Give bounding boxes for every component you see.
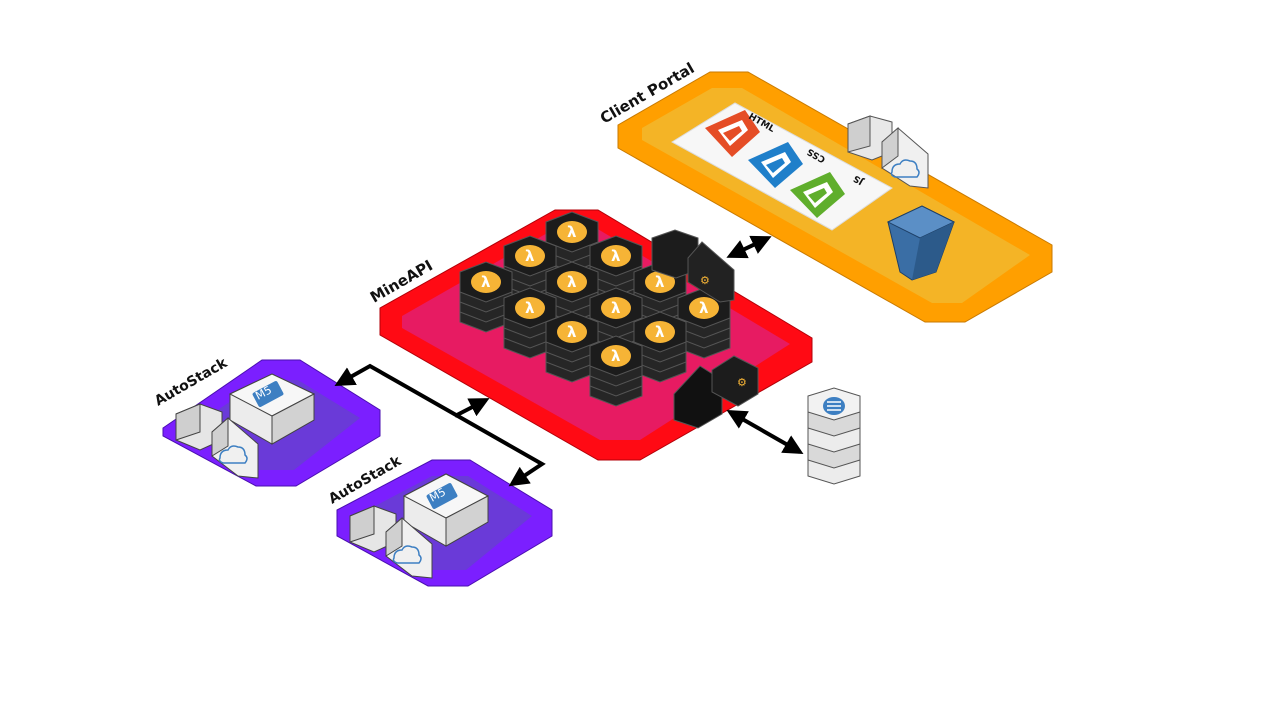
lambda-icon <box>515 245 545 267</box>
db-proxy-node: ⚙ <box>673 355 759 429</box>
lambda-cluster: λ λ λ λ λ λ λ λ λ λ λ λ <box>459 211 731 407</box>
lambda-function-node: λ <box>633 311 687 383</box>
lambda-icon <box>689 297 719 319</box>
lambda-icon <box>645 321 675 343</box>
connectors <box>334 235 804 487</box>
lambda-symbol: λ <box>611 347 621 365</box>
m5-instance-1: M5 <box>228 373 316 445</box>
autostack-1-cloud-servers <box>175 403 259 479</box>
lambda-icon <box>601 245 631 267</box>
autostack-platform-1: AutoStack M5 <box>152 355 381 487</box>
lambda-symbol: λ <box>567 273 577 291</box>
lambda-icon <box>515 297 545 319</box>
lambda-icon <box>601 297 631 319</box>
lambda-symbol: λ <box>525 247 535 265</box>
cloud-icon <box>218 445 248 464</box>
storage-bucket-icon <box>886 205 956 281</box>
client-portal-platform: Client Portal HTML CSS JS <box>597 59 1053 323</box>
lambda-icon <box>557 221 587 243</box>
lambda-icon <box>645 271 675 293</box>
autostack-to-mineapi-branch <box>454 398 490 418</box>
lambda-icon <box>557 321 587 343</box>
m5-badge <box>252 381 284 407</box>
lambda-symbol: λ <box>525 299 535 317</box>
gear-icon: ⚙ <box>737 376 747 389</box>
portal-cloud-servers <box>847 115 929 189</box>
lambda-symbol: λ <box>611 299 621 317</box>
autostack-2-cloud-servers <box>349 505 433 579</box>
m5-badge <box>426 483 458 509</box>
lambda-symbol: λ <box>481 273 491 291</box>
js-label: JS <box>852 172 866 186</box>
database-stack <box>807 387 861 485</box>
mineapi-portal-arrow <box>726 235 772 259</box>
lambda-icon <box>601 345 631 367</box>
lambda-icon <box>557 271 587 293</box>
m5-instance-2: M5 <box>402 473 490 547</box>
lambda-symbol: λ <box>567 323 577 341</box>
autostack-platform-2: AutoStack M5 <box>326 453 553 587</box>
css3-icon <box>748 142 803 188</box>
lambda-icon <box>471 271 501 293</box>
js-icon <box>790 172 845 218</box>
lambda-symbol: λ <box>611 247 621 265</box>
lambda-symbol: λ <box>655 323 665 341</box>
cloud-icon <box>890 159 920 178</box>
lambda-symbol: λ <box>655 273 665 291</box>
lambda-function-node: λ <box>589 335 643 407</box>
lambda-symbol: λ <box>699 299 709 317</box>
html5-icon <box>705 110 760 157</box>
lambda-function-node: λ <box>459 261 513 333</box>
lambda-symbol: λ <box>567 223 577 241</box>
api-gateway-node: ⚙ <box>651 229 735 303</box>
lambda-function-node: λ <box>545 311 599 383</box>
cloud-icon <box>392 545 422 564</box>
mineapi-database-arrow <box>726 410 804 454</box>
gear-icon: ⚙ <box>700 274 710 287</box>
lambda-function-node: λ <box>503 287 557 359</box>
